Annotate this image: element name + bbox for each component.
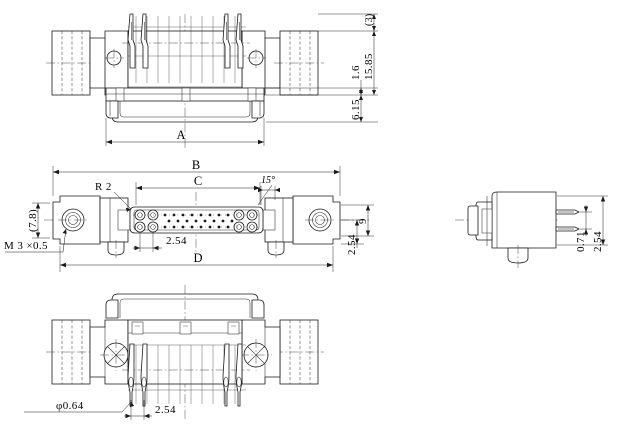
top-view-dimension-stack: (3) 15.85 1.6 6.15 (266, 13, 378, 123)
dim-angle-15: 15° (261, 175, 275, 186)
dim-1-6: 1.6 (350, 65, 362, 80)
bottom-view-dim-pitch: 2.54 (124, 400, 176, 420)
front-view-dim-thread-m3: M 3 ×0.5 (4, 228, 67, 253)
front-view-dim-pitch: 2.54 (133, 233, 187, 252)
top-view-left-body (89, 30, 129, 96)
top-view-dim-A: A (105, 118, 265, 146)
front-view-dim-height-9: 9 (341, 204, 374, 237)
bottom-view-jackscrews (100, 339, 272, 371)
front-view-flange-plate (52, 195, 341, 245)
dim-thread-m3: M 3 ×0.5 (4, 240, 48, 252)
dim-height-9: 9 (357, 218, 369, 224)
bottom-view-right-ear (274, 319, 324, 385)
dim-15-85: 15.85 (363, 53, 375, 80)
dim-D: D (193, 251, 202, 265)
top-view-flange-bar (105, 87, 265, 102)
top-view-mating-skirt (105, 100, 265, 123)
front-view-dim-offset-2-54: 2.54 (341, 219, 364, 255)
dim-bracket-3: (3) (364, 13, 375, 26)
right-side-view: 0.71 2.54 (455, 191, 608, 268)
front-view-dim-D: D (59, 246, 334, 272)
top-view-right-ear (274, 30, 324, 96)
dim-bottom-2-54: 2.54 (155, 404, 176, 416)
side-view-dim-2-54: 2.54 (557, 195, 608, 252)
front-view-body-blocks (99, 197, 294, 258)
side-view-body (467, 191, 557, 249)
dim-R2: R 2 (95, 181, 112, 193)
top-view-contact-pins (127, 13, 244, 69)
front-view-dim-C: C (135, 174, 261, 205)
side-view-bottom-boss (507, 245, 529, 268)
front-view-dim-R2: R 2 (95, 181, 132, 212)
front-view-dim-flange-7-8: (7.8) (27, 202, 50, 239)
dim-6-15: 6.15 (350, 99, 362, 120)
top-view: (3) 15.85 1.6 6.15 A (46, 13, 378, 148)
dim-offset-2-54: 2.54 (346, 234, 358, 255)
dim-0-71: 0.71 (575, 231, 587, 252)
bottom-view-mating-skirt (105, 293, 265, 319)
front-view: B C D R 2 (4, 158, 374, 272)
front-view-dim-B: B (52, 158, 341, 196)
bottom-view: φ0.64 2.54 (24, 285, 324, 420)
top-view-left-ear (46, 30, 96, 96)
bottom-view-left-ear (46, 319, 96, 385)
dim-A: A (176, 128, 185, 142)
dim-flange-7-8: (7.8) (27, 209, 39, 232)
dim-B: B (192, 158, 200, 172)
dim-pin-dia: φ0.64 (56, 400, 84, 412)
front-view-dim-angle-15: 15° (257, 175, 280, 206)
side-view-dim-0-71: 0.71 (575, 205, 592, 252)
dim-pitch-2-54: 2.54 (166, 235, 187, 247)
dim-side-2-54: 2.54 (592, 231, 604, 252)
dim-C: C (194, 174, 202, 188)
side-view-pins (555, 209, 580, 232)
